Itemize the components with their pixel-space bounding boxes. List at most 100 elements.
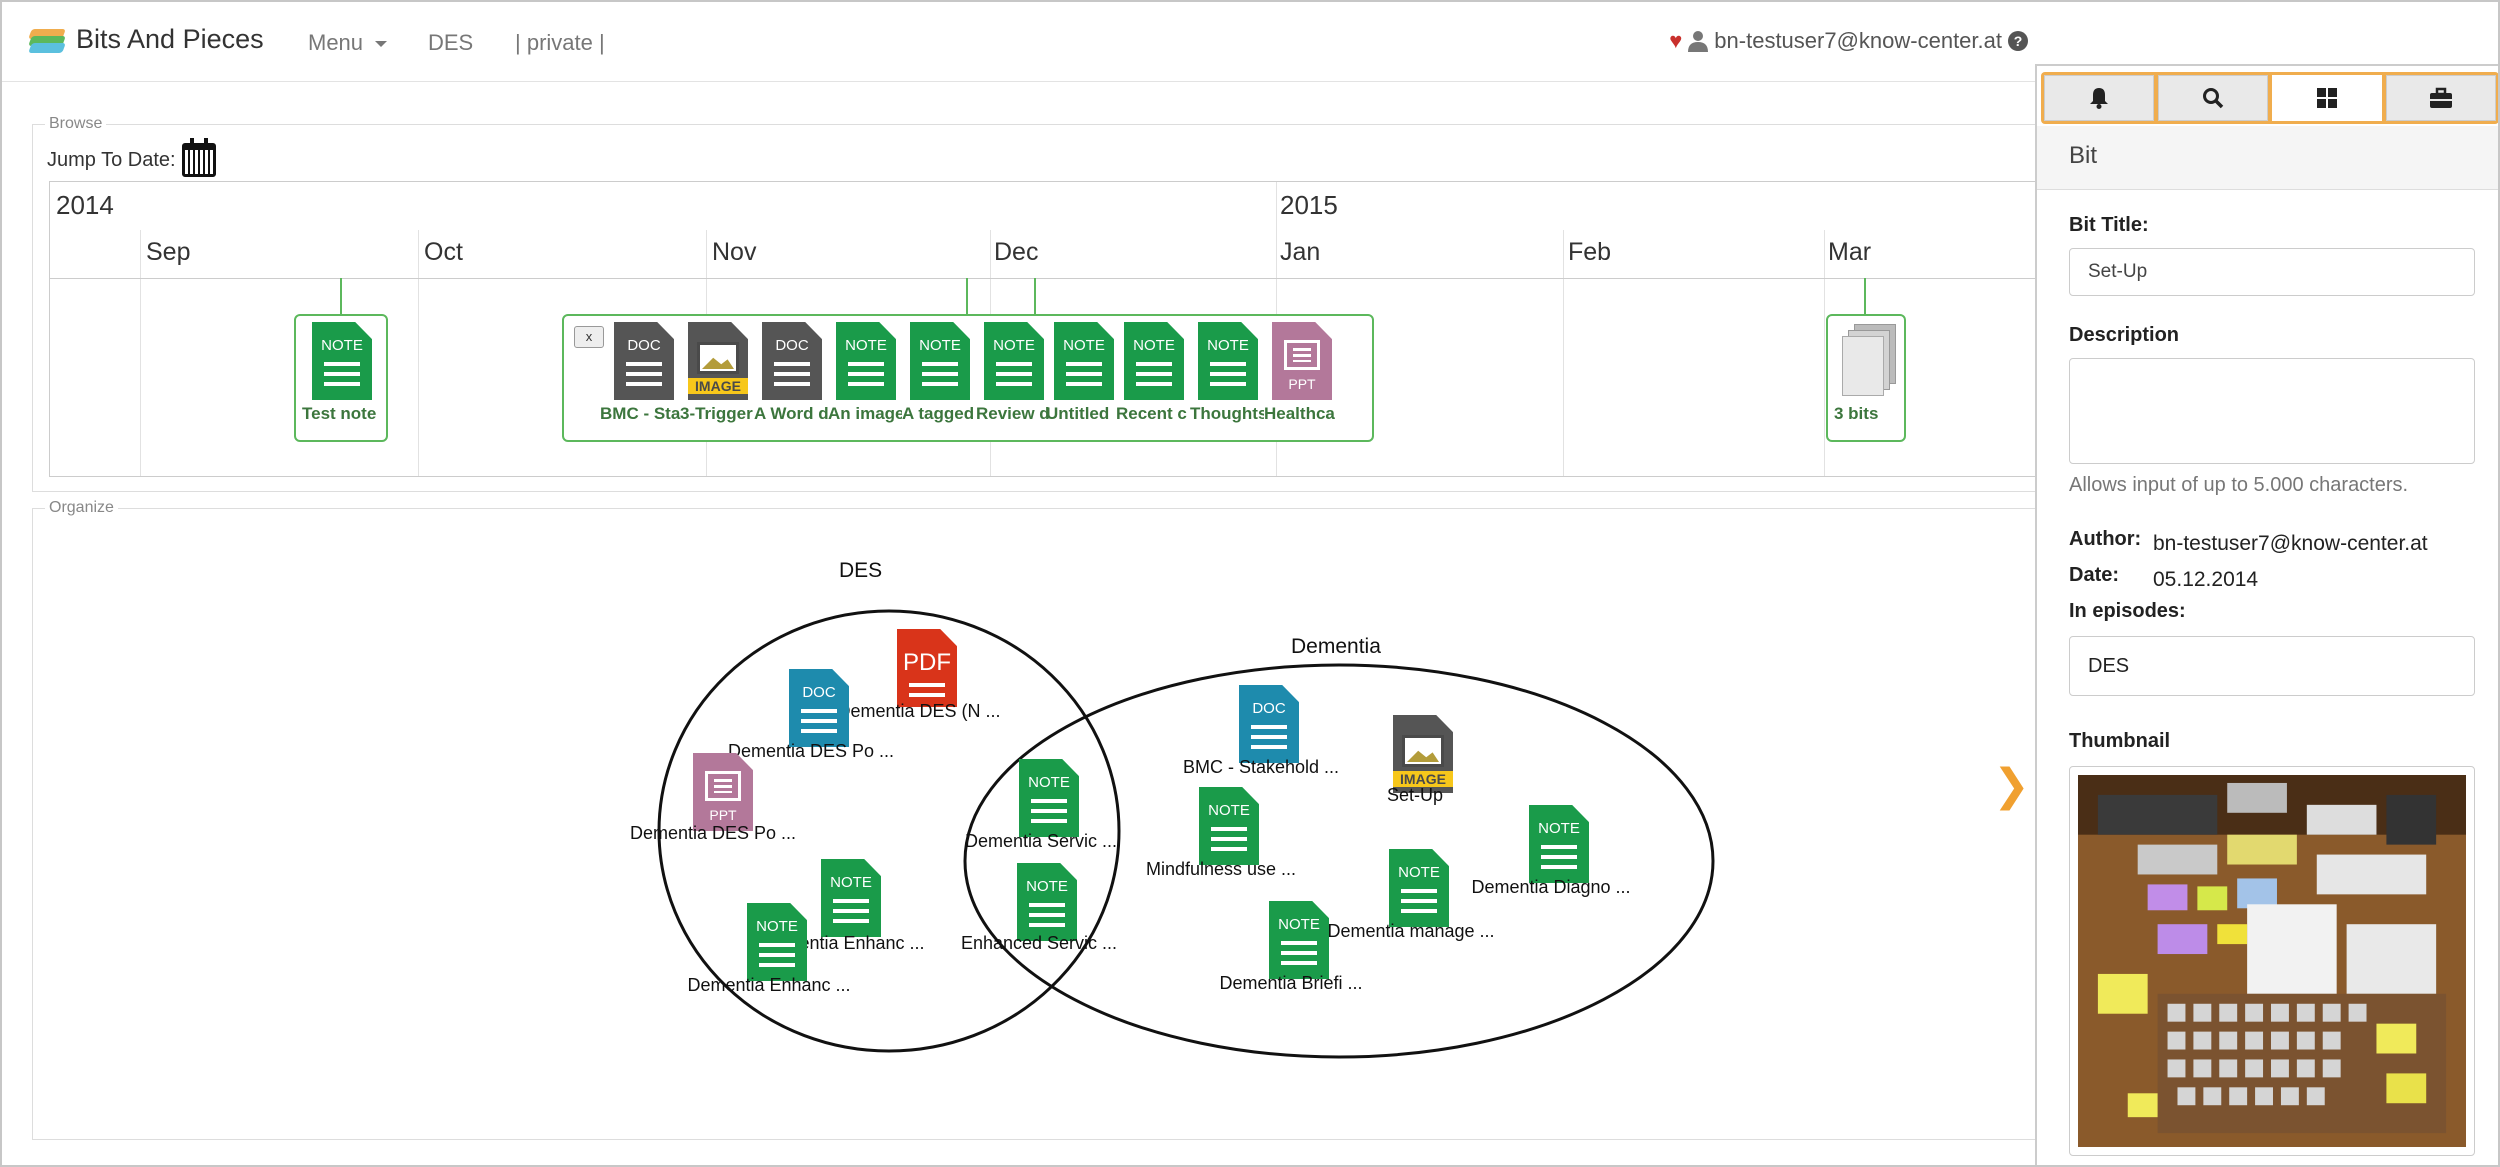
stacked-bits-icon[interactable] xyxy=(1840,324,1900,400)
user-email[interactable]: bn-testuser7@know-center.at xyxy=(1714,28,2002,53)
tab-search[interactable] xyxy=(2158,75,2268,121)
description-help: Allows input of up to 5.000 characters. xyxy=(2069,474,2409,496)
note-icon[interactable]: NOTE xyxy=(1054,322,1114,400)
doc-gray-icon[interactable]: DOC xyxy=(614,322,674,400)
panel-tabs xyxy=(2041,72,2498,124)
year-label: 2015 xyxy=(1280,190,1338,220)
note-icon[interactable]: NOTE xyxy=(1017,863,1077,941)
node-label[interactable]: Dementia Diagno ... xyxy=(1471,877,1631,897)
icon-type-text: NOTE xyxy=(993,337,1035,354)
timeline[interactable]: 2014 2015 Sep Oct Nov Dec Jan Feb Mar NO… xyxy=(49,181,2044,477)
brand-logo-icon xyxy=(28,25,66,55)
menu-dropdown[interactable]: Menu xyxy=(308,30,388,56)
cluster-stem xyxy=(1034,278,1036,314)
doc-gray-icon[interactable]: DOC xyxy=(762,322,822,400)
cluster-item-label: Thoughts xyxy=(1190,404,1264,423)
heart-icon[interactable]: ♥ xyxy=(1669,28,1683,53)
episodes-field[interactable]: DES xyxy=(2069,636,2475,696)
node-label[interactable]: Dementia Enhanc ... xyxy=(687,975,851,995)
note-icon[interactable]: NOTE xyxy=(747,903,807,981)
description-textarea[interactable] xyxy=(2069,358,2475,464)
date-label: Date: xyxy=(2069,564,2120,586)
month-label: Jan xyxy=(1280,238,1321,266)
episode-circle-des[interactable] xyxy=(657,609,1121,1053)
ppt-icon[interactable]: PPT xyxy=(1272,322,1332,400)
note-icon[interactable]: NOTE xyxy=(910,322,970,400)
note-icon[interactable]: NOTE xyxy=(1198,322,1258,400)
cluster-item-label: Review d xyxy=(976,404,1050,423)
timeline-cluster[interactable]: NOTE Test note xyxy=(294,314,388,442)
cluster-item-label: BMC - Sta xyxy=(600,404,681,423)
search-icon xyxy=(2203,88,2224,109)
note-icon[interactable]: NOTE xyxy=(1269,901,1329,979)
timeline-cluster[interactable]: 3 bits xyxy=(1826,314,1906,442)
nav-episode[interactable]: DES xyxy=(428,30,474,55)
episode-title[interactable]: DES xyxy=(839,559,883,582)
thumbnail-image xyxy=(2078,775,2466,1147)
thumbnail-frame[interactable] xyxy=(2069,766,2475,1156)
help-icon[interactable]: ? xyxy=(2008,31,2028,51)
nav-privacy[interactable]: | private | xyxy=(515,30,605,55)
brand[interactable]: Bits And Pieces xyxy=(28,24,264,55)
briefcase-icon xyxy=(2430,87,2452,108)
icon-type-text: NOTE xyxy=(1207,337,1249,354)
bit-title-input[interactable] xyxy=(2069,248,2475,296)
image-icon[interactable]: IMAGE xyxy=(1393,715,1453,793)
cluster-item-label: An image xyxy=(828,404,902,423)
node-label[interactable]: Set-Up xyxy=(1386,785,1444,805)
description-label: Description xyxy=(2069,324,2180,346)
tab-notifications[interactable] xyxy=(2044,75,2154,121)
tab-bit-details[interactable] xyxy=(2272,75,2382,121)
doc-icon[interactable]: DOC xyxy=(1239,685,1299,763)
doc-icon[interactable]: DOC xyxy=(789,669,849,747)
node-label[interactable]: Dementia DES (N ... xyxy=(837,701,1001,721)
icon-type-text: IMAGE xyxy=(1393,771,1453,787)
icon-type-text: DOC xyxy=(802,684,836,701)
episode-circle-dementia[interactable] xyxy=(963,663,1715,1059)
organize-legend: Organize xyxy=(45,499,118,517)
cluster-item-label: Healthca xyxy=(1264,404,1335,423)
month-label: Feb xyxy=(1568,238,1612,266)
icon-type-text: PPT xyxy=(709,807,737,823)
icon-type-text: PPT xyxy=(1288,376,1316,392)
icon-type-text: NOTE xyxy=(830,874,872,891)
note-icon[interactable]: NOTE xyxy=(1124,322,1184,400)
icon-type-text: NOTE xyxy=(1538,820,1580,837)
node-label[interactable]: Dementia DES Po ... xyxy=(629,823,797,843)
tab-tools[interactable] xyxy=(2386,75,2496,121)
node-label[interactable]: Dementia Briefi ... xyxy=(1219,973,1363,993)
note-icon[interactable]: NOTE xyxy=(1389,849,1449,927)
close-button[interactable]: x xyxy=(574,326,604,348)
node-label[interactable]: Dementia DES Po ... xyxy=(727,741,895,761)
note-icon[interactable]: NOTE xyxy=(836,322,896,400)
user-icon[interactable] xyxy=(1688,30,1709,52)
user-area: ♥ bn-testuser7@know-center.at ? xyxy=(1669,28,2028,54)
icon-type-text: NOTE xyxy=(321,337,363,354)
chevron-right-icon[interactable]: ❯ xyxy=(1993,761,2030,810)
node-label[interactable]: Enhanced Servic ... xyxy=(960,933,1118,953)
cluster-item-label: Untitled xyxy=(1046,404,1110,423)
node-label[interactable]: BMC - Stakehold ... xyxy=(1182,757,1340,777)
ppt-icon[interactable]: PPT xyxy=(693,753,753,831)
note-icon[interactable]: NOTE xyxy=(312,322,372,400)
icon-type-text: DOC xyxy=(775,337,809,354)
calendar-icon[interactable] xyxy=(181,138,216,177)
note-icon[interactable]: NOTE xyxy=(1529,805,1589,883)
month-label: Oct xyxy=(424,238,463,266)
cluster-label: 3 bits xyxy=(1834,404,1879,423)
note-icon[interactable]: NOTE xyxy=(984,322,1044,400)
node-label[interactable]: Dementia Servic ... xyxy=(964,831,1118,851)
node-label[interactable]: Mindfulness use ... xyxy=(1145,859,1297,879)
image-icon[interactable]: IMAGE xyxy=(688,322,748,400)
episode-title[interactable]: Dementia xyxy=(1291,635,1381,658)
note-icon[interactable]: NOTE xyxy=(1199,787,1259,865)
node-label[interactable]: Dementia manage ... xyxy=(1327,921,1495,941)
pdf-icon[interactable]: PDF xyxy=(897,629,957,707)
cluster-item-label: Recent c xyxy=(1116,404,1187,423)
icon-type-text: NOTE xyxy=(1026,878,1068,895)
note-icon[interactable]: NOTE xyxy=(1019,759,1079,837)
note-icon[interactable]: NOTE xyxy=(821,859,881,937)
icon-type-text: NOTE xyxy=(919,337,961,354)
